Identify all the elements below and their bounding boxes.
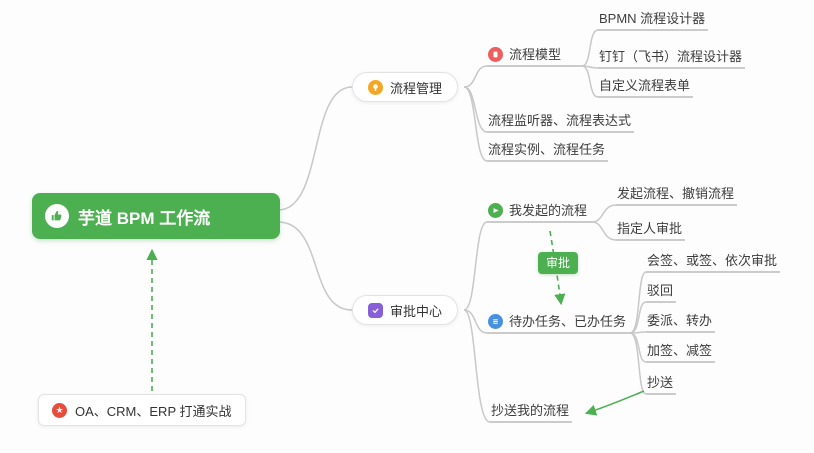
star-icon: ★ bbox=[52, 402, 67, 418]
node-process-model[interactable]: 流程模型 bbox=[487, 46, 582, 67]
leaf-add-remove-sign[interactable]: 加签、减签 bbox=[646, 342, 716, 363]
thumbs-up-icon bbox=[45, 204, 69, 228]
leaf-instance-task[interactable]: 流程实例、流程任务 bbox=[487, 141, 609, 162]
leaf-assignee-approval[interactable]: 指定人审批 bbox=[616, 220, 686, 241]
root-node[interactable]: 芋道 BPM 工作流 bbox=[32, 193, 280, 239]
leaf-custom-form[interactable]: 自定义流程表单 bbox=[598, 77, 694, 98]
leaf-countersign[interactable]: 会签、或签、依次审批 bbox=[646, 252, 781, 273]
leaf-listener-expression[interactable]: 流程监听器、流程表达式 bbox=[487, 112, 635, 133]
leaf-initiate-cancel[interactable]: 发起流程、撤销流程 bbox=[616, 185, 738, 206]
node-label: 流程管理 bbox=[390, 80, 443, 96]
approval-tag[interactable]: 审批 bbox=[538, 252, 579, 274]
note-label: OA、CRM、ERP 打通实战 bbox=[75, 403, 232, 419]
leaf-cc[interactable]: 抄送 bbox=[646, 374, 677, 395]
node-todo-done-tasks[interactable]: 待办任务、已办任务 bbox=[487, 313, 630, 334]
leaf-delegate-transfer[interactable]: 委派、转办 bbox=[646, 312, 716, 333]
paper-plane-icon bbox=[488, 203, 503, 218]
cc-arrow bbox=[584, 390, 645, 416]
node-label: 流程模型 bbox=[509, 47, 562, 62]
document-icon bbox=[488, 47, 503, 62]
leaf-reject[interactable]: 驳回 bbox=[646, 282, 677, 303]
leaf-bpmn-designer[interactable]: BPMN 流程设计器 bbox=[598, 10, 709, 31]
list-icon bbox=[488, 314, 503, 329]
node-label: 我发起的流程 bbox=[509, 203, 588, 218]
bulb-icon bbox=[368, 79, 383, 95]
leaf-dingtalk-designer[interactable]: 钉钉（飞书）流程设计器 bbox=[598, 48, 746, 69]
root-label: 芋道 BPM 工作流 bbox=[78, 208, 211, 228]
node-approval-center[interactable]: 审批中心 bbox=[352, 295, 459, 325]
node-process-management[interactable]: 流程管理 bbox=[352, 72, 459, 102]
node-my-initiated[interactable]: 我发起的流程 bbox=[487, 202, 592, 223]
clipboard-check-icon bbox=[368, 302, 383, 318]
leaf-cc-my-process[interactable]: 抄送我的流程 bbox=[490, 402, 573, 423]
node-label: 审批中心 bbox=[390, 303, 443, 319]
node-label: 待办任务、已办任务 bbox=[509, 314, 627, 329]
note-node[interactable]: ★ OA、CRM、ERP 打通实战 bbox=[38, 394, 246, 426]
